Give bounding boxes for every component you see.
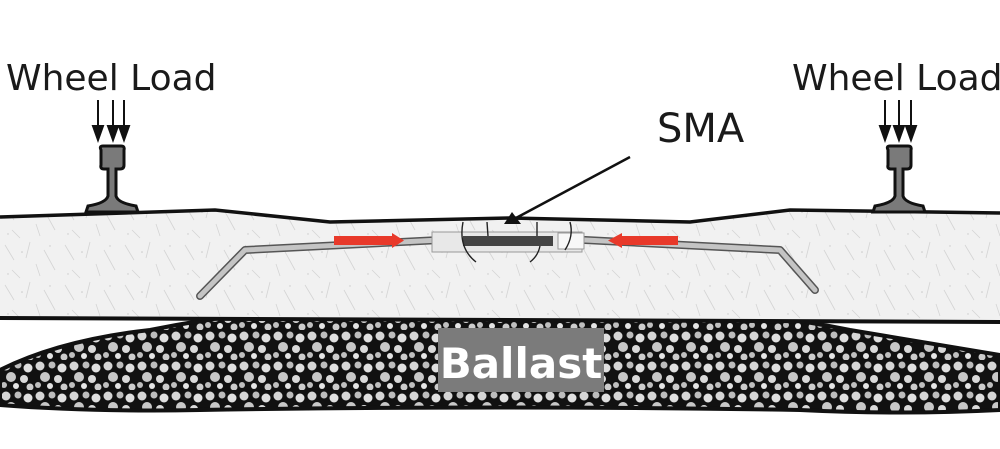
sma-callout-line <box>515 155 631 220</box>
left-rail <box>83 144 141 214</box>
left-wheel-load-arrows-icon <box>91 100 131 143</box>
sma-label: SMA <box>657 106 745 152</box>
ballast-label-box <box>438 328 604 392</box>
right-wheel-load-arrows-icon <box>878 100 918 143</box>
sma-marker-triangle <box>504 212 521 224</box>
right-actuator <box>618 236 678 245</box>
sma-reinforcement-assembly <box>196 212 819 300</box>
right-rail <box>870 144 928 214</box>
concrete-slab <box>0 208 1000 324</box>
left-actuator <box>334 236 396 245</box>
ballast-label: Ballast <box>440 339 603 388</box>
sma-element <box>463 236 553 246</box>
wheel-load-left-label: Wheel Load <box>6 58 217 99</box>
wheel-load-right-label: Wheel Load <box>792 58 1000 99</box>
